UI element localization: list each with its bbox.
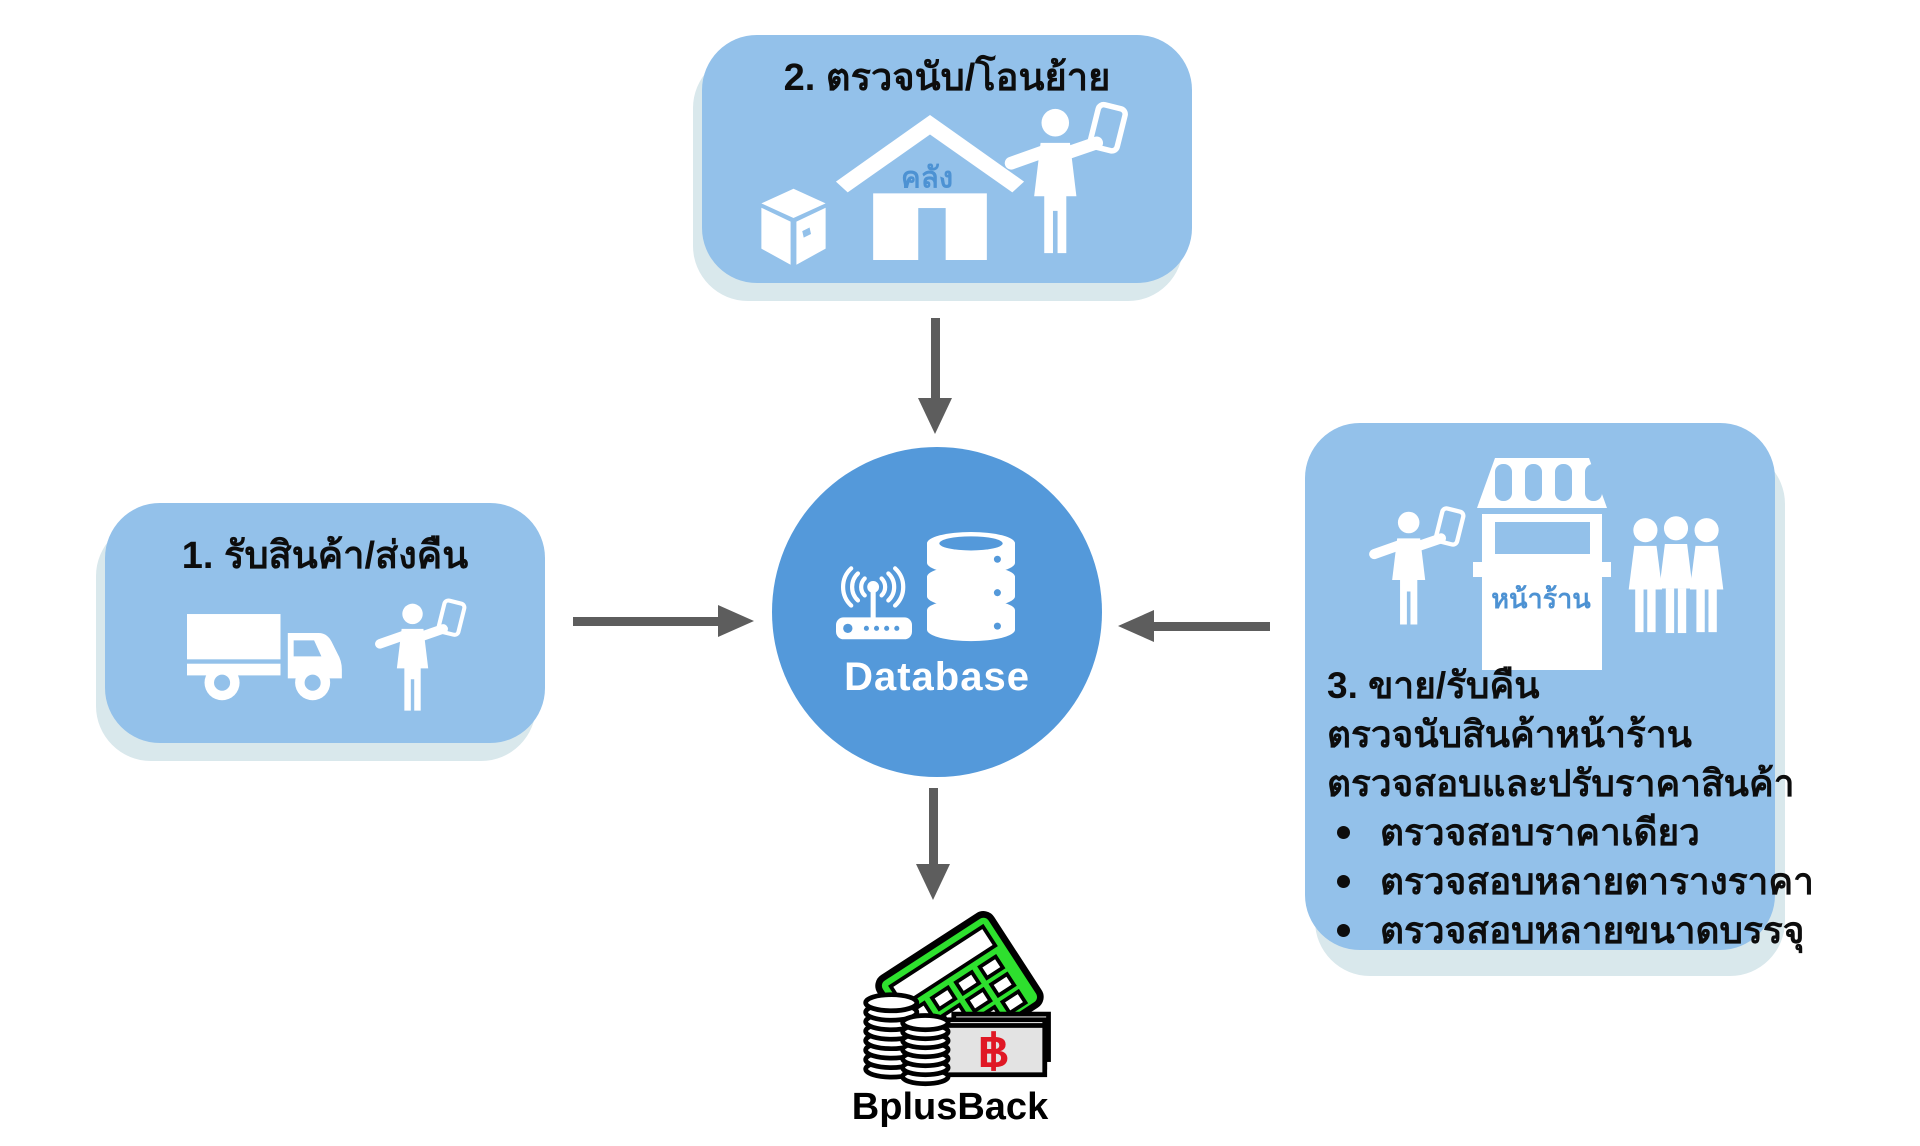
bullet-dot-icon [1337, 826, 1350, 839]
store-bullet-item: ตรวจสอบหลายตารางราคา [1327, 857, 1814, 906]
warehouse-icon: คลัง [832, 113, 1028, 260]
storefront-icon: หน้าร้าน [1473, 458, 1611, 672]
store-line: ตรวจนับสินค้าหน้าร้าน [1327, 714, 1692, 755]
person-tablet-icon [1367, 506, 1466, 626]
warehouse-box: 2. ตรวจนับ/โอนย้าย คลัง [702, 35, 1192, 283]
bullet-dot-icon [1337, 875, 1350, 888]
store-bullet-item: ตรวจสอบราคาเดียว [1327, 808, 1757, 857]
warehouse-label: คลัง [901, 161, 953, 194]
person-tablet-icon [1002, 101, 1128, 255]
database-label: Database [844, 655, 1030, 699]
receive-box: 1. รับสินค้า/ส่งคืน [105, 503, 545, 743]
store-title: 3. ขาย/รับคืน [1327, 665, 1540, 706]
store-line: ตรวจสอบและปรับราคาสินค้า [1327, 763, 1795, 804]
bullet-dot-icon [1337, 924, 1350, 937]
store-text-block: 3. ขาย/รับคืน ตรวจนับสินค้าหน้าร้าน ตรวจ… [1327, 661, 1814, 955]
store-bullet-item: ตรวจสอบหลายขนาดบรรจุ [1327, 906, 1804, 955]
database-node: Database [772, 447, 1102, 777]
person-tablet-icon [373, 598, 467, 712]
warehouse-box-title: 2. ตรวจนับ/โอนย้าย [783, 57, 1111, 99]
store-bullet-text: ตรวจสอบหลายขนาดบรรจุ [1380, 910, 1805, 951]
database-stack-icon [927, 531, 1015, 642]
storefront-label: หน้าร้าน [1491, 584, 1591, 614]
receive-box-title: 1. รับสินค้า/ส่งคืน [181, 535, 469, 577]
truck-icon [187, 608, 355, 707]
store-bullet-text: ตรวจสอบหลายตารางราคา [1380, 861, 1814, 902]
wifi-router-icon [836, 565, 912, 641]
svg-text:B: B [978, 1029, 1009, 1077]
calculator-money-icon: B [855, 908, 1051, 1088]
store-box: หน้าร้าน 3. ขาย/รับคืน [1305, 423, 1814, 951]
package-icon [757, 187, 830, 265]
bplusback-label: BplusBack [851, 1086, 1049, 1128]
customers-icon [1625, 513, 1727, 640]
store-bullet-text: ตรวจสอบราคาเดียว [1380, 812, 1700, 853]
